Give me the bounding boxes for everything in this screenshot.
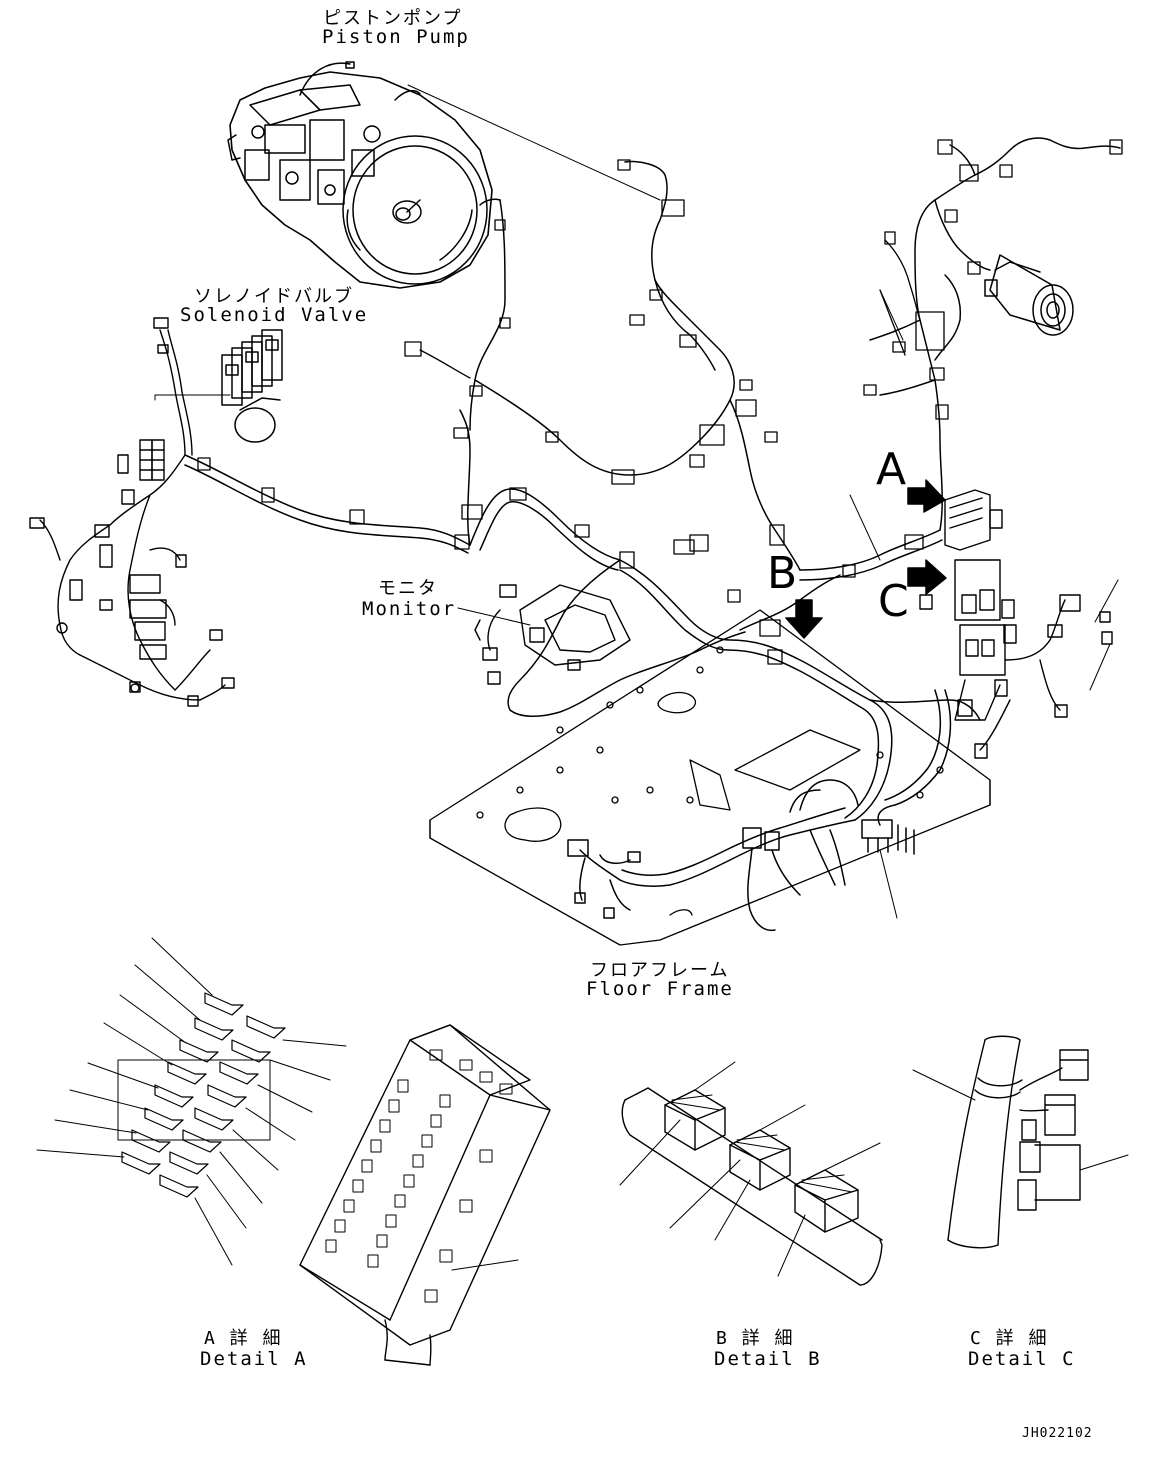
callout-b: B <box>767 548 798 599</box>
detail-a-label-jp: A 詳 細 <box>204 1328 283 1349</box>
piston-pump-label-en: Piston Pump <box>322 26 470 48</box>
detail-c-label-en: Detail C <box>968 1348 1076 1370</box>
detail-a-label-en: Detail A <box>200 1348 308 1370</box>
floor-frame-label-jp: フロアフレーム <box>590 960 730 981</box>
floor-frame <box>429 609 991 946</box>
piston-pump-label-jp: ピストンポンプ <box>323 8 463 29</box>
detail-c-label-jp: C 詳 細 <box>970 1328 1049 1349</box>
detail-b-label-jp: B 詳 細 <box>716 1328 795 1349</box>
detail-a-pins <box>36 937 347 1266</box>
solenoid-valve-label-jp: ソレノイドバルブ <box>194 286 354 307</box>
monitor <box>474 584 631 685</box>
harness-connectors <box>197 139 1123 665</box>
detail-c <box>947 1035 1089 1249</box>
main-harness <box>184 137 1121 932</box>
arrow-b <box>785 599 823 639</box>
monitor-label-jp: モニタ <box>378 578 438 599</box>
left-harness-cluster <box>29 317 235 707</box>
detail-b-label-en: Detail B <box>714 1348 822 1370</box>
detail-b-leaders <box>619 1061 881 1277</box>
monitor-label-en: Monitor <box>362 598 457 620</box>
floor-frame-label-en: Floor Frame <box>586 978 734 1000</box>
detail-b <box>621 1087 883 1286</box>
arrow-a <box>907 479 946 513</box>
solenoid-valve <box>221 329 283 443</box>
callout-a: A <box>876 444 907 495</box>
detail-a-connector <box>299 1024 551 1366</box>
callout-c: C <box>878 576 909 627</box>
piston-pump <box>227 61 493 289</box>
right-component <box>984 254 1074 336</box>
drawing-code: JH022102 <box>1022 1426 1093 1441</box>
arrow-c <box>907 559 947 595</box>
solenoid-valve-label-en: Solenoid Valve <box>180 304 369 326</box>
right-panel-cluster <box>919 489 1113 759</box>
